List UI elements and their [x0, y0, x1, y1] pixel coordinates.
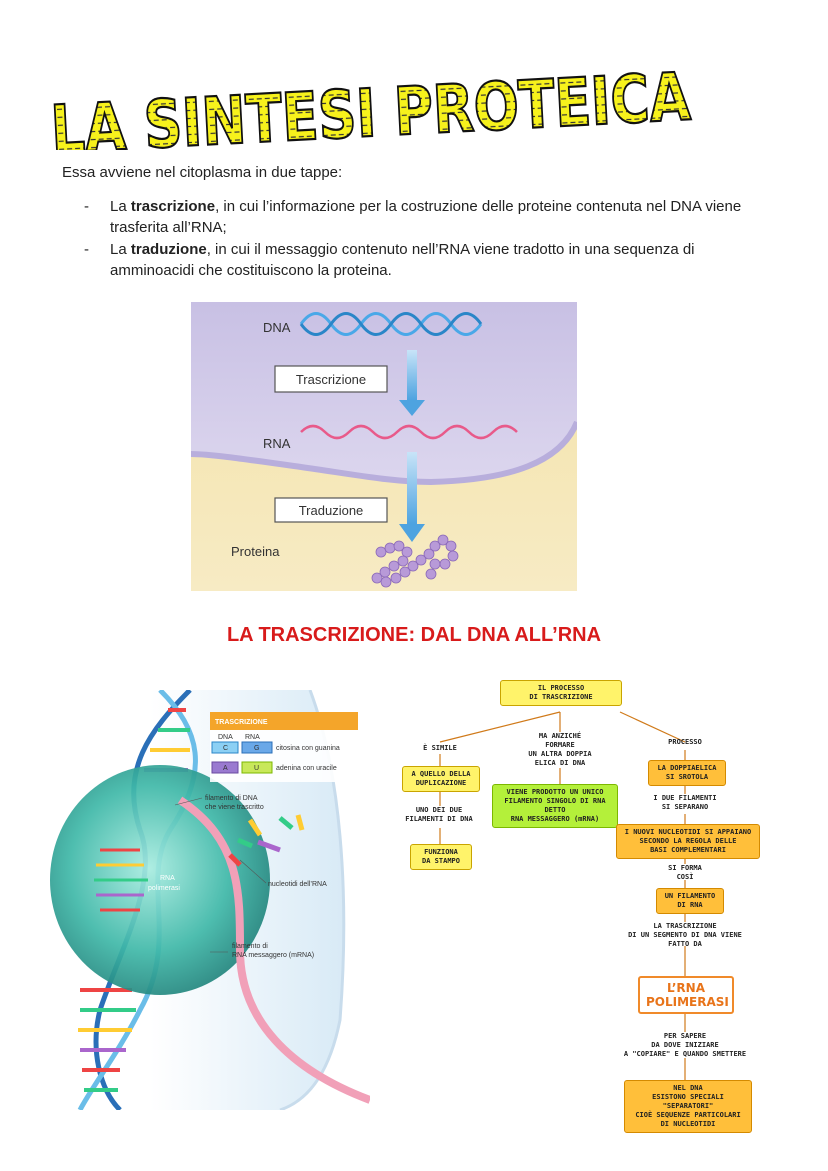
svg-text:DNA: DNA [218, 734, 233, 741]
svg-text:C: C [223, 745, 228, 752]
legend-pair1: citosina con guanina [276, 745, 340, 752]
link-simile: È SIMILE [423, 744, 457, 752]
link-processo: PROCESSO [668, 738, 702, 746]
svg-text:filamento di DNA: filamento di DNA [205, 795, 258, 802]
section-heading: LA TRASCRIZIONE: DAL DNA ALL’RNA [226, 624, 602, 646]
svg-text:G: G [254, 745, 259, 752]
list-item: -La traduzione, in cui il messaggio cont… [84, 241, 695, 279]
dna-label: DNA [263, 320, 291, 335]
svg-text:RNA: RNA [160, 875, 175, 882]
rna-strand [300, 424, 518, 440]
free-nucleotides [228, 814, 305, 867]
protein-synthesis-diagram: DNA Trascrizione RNA Traduzione Proteina [191, 302, 577, 591]
legend-header [210, 712, 358, 730]
page-title: LA SINTESI PROTEICA [48, 57, 693, 150]
svg-text:LA SINTESI PROTEICA: LA SINTESI PROTEICA [49, 58, 692, 150]
protein-chain [371, 534, 459, 588]
translation-box [274, 497, 388, 523]
intro-text: Essa avviene nel citoplasma in due tappe… [62, 164, 343, 181]
mrna-strand [177, 796, 370, 1104]
svg-text:Trascrizione: Trascrizione [296, 372, 366, 387]
rna-label: RNA [263, 436, 291, 451]
list-item: -La trascrizione, in cui l’informazione … [84, 198, 742, 236]
svg-text:polimerasi: polimerasi [148, 885, 180, 892]
svg-text:RNA messaggero (mRNA): RNA messaggero (mRNA) [232, 952, 314, 959]
svg-text:A: A [223, 765, 228, 772]
dna-helix [299, 312, 483, 336]
svg-text:U: U [254, 765, 259, 772]
arrow-down-icon [399, 524, 425, 542]
svg-text:RNA: RNA [245, 734, 260, 741]
svg-text:nucleotidi dell’RNA: nucleotidi dell’RNA [268, 881, 327, 888]
rna-polymerase [50, 765, 270, 995]
arrow-down-icon [399, 400, 425, 416]
svg-text:filamento di: filamento di [232, 943, 268, 950]
protein-label: Proteina [231, 544, 280, 559]
bullet-list: -La trascrizione, in cui l’informazione … [84, 196, 764, 282]
base-pairs [78, 708, 190, 1092]
legend-pair2: adenina con uracile [276, 765, 337, 772]
svg-text:TRASCRIZIONE: TRASCRIZIONE [215, 719, 268, 726]
transcription-illustration: TRASCRIZIONE DNA RNA C G citosina con gu… [50, 690, 370, 1110]
transcription-box [274, 365, 388, 393]
svg-text:che viene trascritto: che viene trascritto [205, 804, 264, 811]
svg-text:Traduzione: Traduzione [299, 503, 364, 518]
